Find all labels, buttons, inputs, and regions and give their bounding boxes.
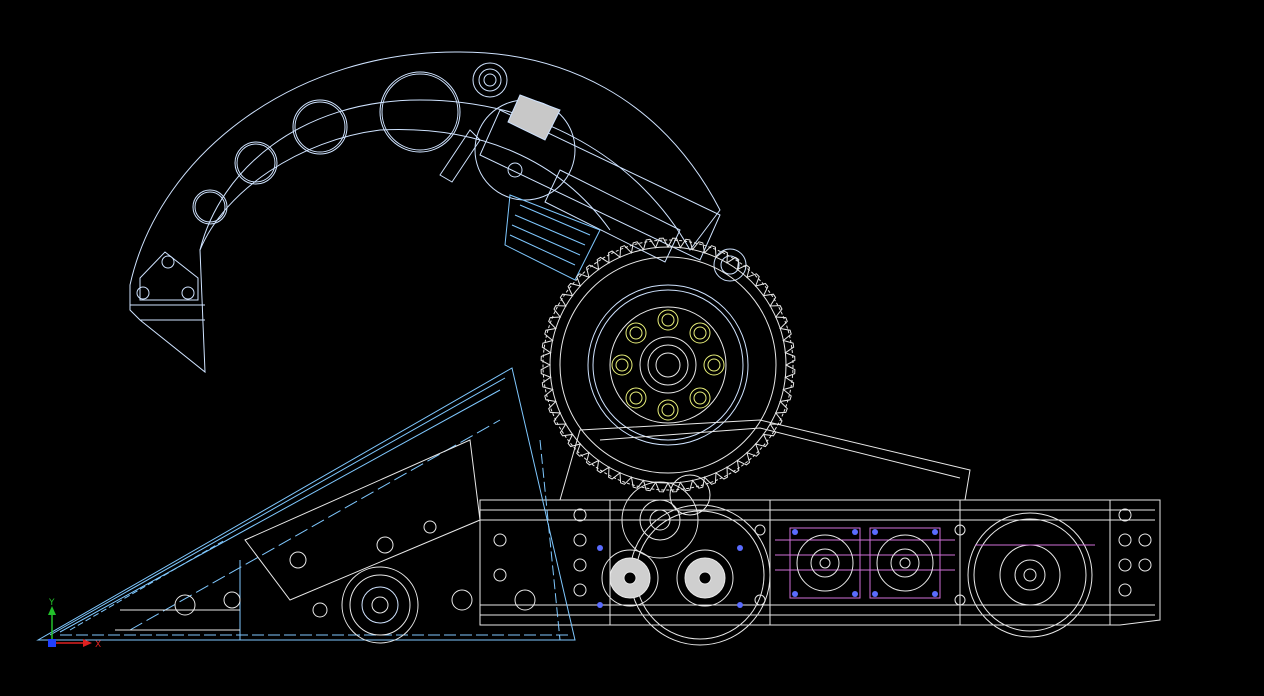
gear-teeth (540, 237, 796, 493)
gear-tooth-profile (540, 237, 796, 493)
chassis-frame[interactable] (479, 419, 1161, 626)
ucs-y-label: Y (48, 598, 55, 608)
ucs-x-label: X (95, 640, 101, 650)
wedge-internals[interactable] (115, 439, 536, 644)
drive-wheels[interactable] (621, 474, 1093, 646)
main-gear[interactable] (542, 239, 794, 491)
hub-bolts[interactable] (611, 309, 725, 421)
motor-faces[interactable] (796, 534, 934, 592)
pulleys[interactable] (601, 549, 734, 607)
actuator-cylinder[interactable] (439, 94, 747, 282)
drive-motors[interactable] (775, 527, 1095, 599)
front-wedge[interactable] (36, 367, 576, 641)
ucs-icon: Y X (48, 598, 101, 650)
mount-bolts[interactable] (597, 529, 938, 608)
